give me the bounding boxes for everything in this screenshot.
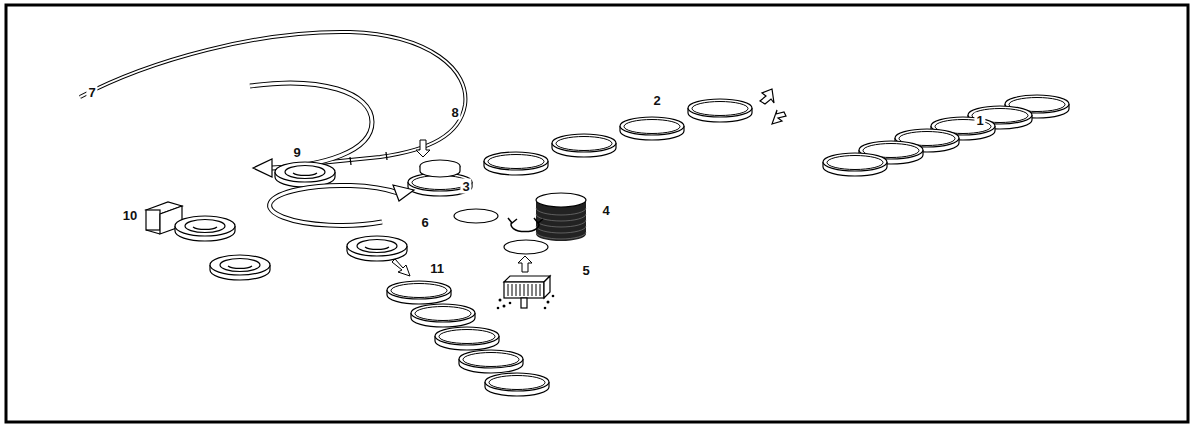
callout-number: 8 bbox=[449, 105, 460, 120]
ring-stack bbox=[387, 281, 549, 396]
up-arrow bbox=[518, 256, 532, 272]
disc-stack bbox=[536, 193, 586, 241]
ring-row bbox=[484, 117, 684, 175]
turn-arrow bbox=[508, 218, 543, 232]
callout-number: 2 bbox=[651, 93, 662, 108]
press-arrows bbox=[760, 89, 786, 124]
callout-number: 5 bbox=[580, 263, 591, 278]
wire-strip bbox=[80, 32, 465, 166]
callout-number: 9 bbox=[291, 145, 302, 160]
disc bbox=[454, 209, 498, 223]
rotation-arrow bbox=[270, 185, 414, 225]
ring-row bbox=[823, 95, 1069, 176]
down-arrow bbox=[392, 259, 410, 276]
brush bbox=[497, 276, 555, 309]
callout-number: 11 bbox=[428, 261, 446, 276]
ring bbox=[347, 236, 407, 261]
disc bbox=[504, 240, 548, 254]
coiled-ring bbox=[275, 162, 335, 187]
callout-number: 4 bbox=[600, 203, 611, 218]
callout-number: 1 bbox=[974, 113, 985, 128]
callout-number: 3 bbox=[460, 179, 471, 194]
callout-number: 6 bbox=[419, 215, 430, 230]
frame bbox=[6, 5, 1188, 422]
callout-number: 10 bbox=[121, 208, 139, 223]
callout-number: 7 bbox=[86, 85, 97, 100]
ring bbox=[210, 255, 270, 280]
ring bbox=[175, 216, 235, 241]
ring bbox=[688, 99, 752, 122]
press-step bbox=[408, 140, 472, 196]
